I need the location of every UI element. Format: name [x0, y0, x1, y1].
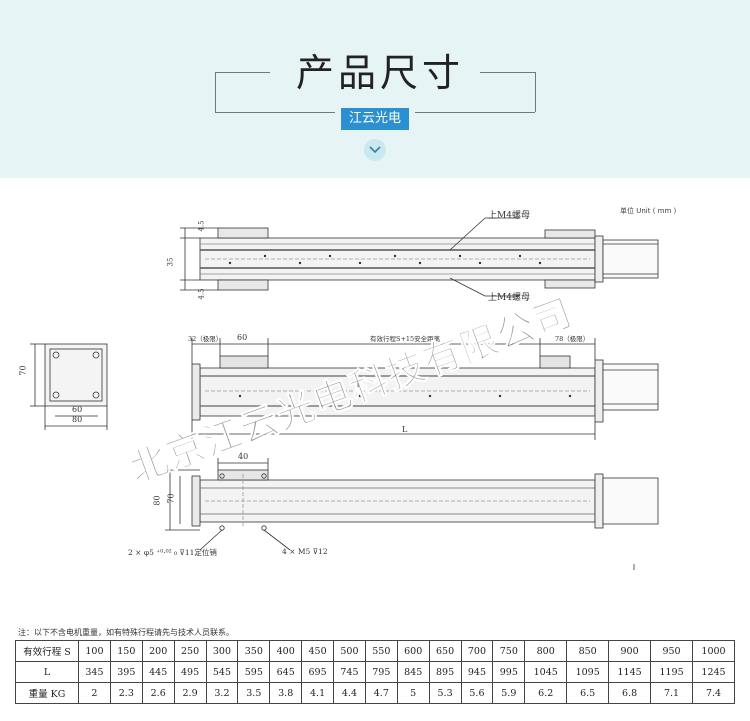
table-cell: 650 [428, 640, 462, 662]
side-view [191, 338, 659, 440]
top-view [180, 217, 659, 297]
dim-outer-height: 80 [152, 495, 162, 506]
table-cell: 495 [173, 661, 207, 683]
table-cell: 7.4 [692, 682, 735, 704]
table-cell: 800 [524, 640, 568, 662]
table-note: 注：以下不含电机重量，如有特殊行程请先与技术人员联系。 [18, 628, 234, 637]
table-cell: 345 [78, 661, 111, 683]
end-height: 70 [18, 365, 28, 376]
table-cell: 1195 [650, 661, 693, 683]
table-cell: 395 [109, 661, 143, 683]
table-cell: 950 [650, 640, 693, 662]
table-cell: 6.2 [524, 682, 568, 704]
table-cell: 600 [396, 640, 430, 662]
brand-badge: 江云光电 [341, 108, 409, 130]
table-cell: 1095 [566, 661, 610, 683]
dim-carriage: 60 [237, 333, 248, 342]
table-cell: 2.9 [173, 682, 207, 704]
table-cell: 6.5 [566, 682, 610, 704]
dim-top: 4.5 [197, 220, 206, 232]
table-cell: 845 [396, 661, 430, 683]
chevron-down-icon[interactable] [364, 139, 386, 161]
callout-upper: 上M4螺母 [488, 211, 530, 221]
section-title: 产品尺寸 [295, 51, 464, 95]
frame-line [215, 112, 335, 113]
table-cell: 300 [205, 640, 239, 662]
table-cell: 1045 [524, 661, 568, 683]
frame-line [480, 72, 535, 73]
table-cell: 200 [141, 640, 175, 662]
table-cell: 400 [269, 640, 303, 662]
table-cell: 5.3 [428, 682, 462, 704]
dim-inner-height: 70 [166, 493, 176, 504]
table-cell: 995 [492, 661, 526, 683]
row-header: L [15, 661, 79, 683]
frame-line [415, 112, 535, 113]
technical-drawing [30, 217, 659, 570]
header-banner: 产品尺寸 江云光电 [0, 0, 750, 178]
table-cell: 645 [269, 661, 303, 683]
table-cell: 4.7 [364, 682, 398, 704]
table-cell: 4.4 [333, 682, 366, 704]
hole-note-right: 4 × M5 ⊽12 [282, 547, 328, 556]
table-cell: 6.8 [608, 682, 652, 704]
table-cell: 100 [78, 640, 111, 662]
dim-bottom: 4.5 [197, 288, 206, 300]
table-cell: 3.2 [205, 682, 239, 704]
table-cell: 500 [333, 640, 366, 662]
table-cell: 595 [237, 661, 271, 683]
table-cell: 695 [301, 661, 334, 683]
end-outer-width: 80 [72, 415, 83, 424]
table-cell: 2 [78, 682, 111, 704]
hole-note-left: 2 × φ5 ⁺⁰·⁰² ₀ ⊽11定位销 [128, 548, 217, 557]
bottom-view [165, 458, 659, 551]
frame-line [215, 72, 270, 73]
row-header: 重量 KG [15, 682, 79, 704]
frame-corner [490, 72, 536, 112]
table-cell: 745 [333, 661, 366, 683]
table-cell: 550 [364, 640, 398, 662]
table-cell: 7.1 [650, 682, 693, 704]
table-cell: 445 [141, 661, 175, 683]
callout-lower: 上M4螺母 [488, 293, 530, 303]
end-view [30, 343, 108, 430]
table-cell: 1000 [692, 640, 735, 662]
table-cell: 700 [460, 640, 494, 662]
table-cell: 1145 [608, 661, 652, 683]
table-cell: 3.5 [237, 682, 271, 704]
table-cell: 150 [109, 640, 143, 662]
table-cell: 895 [428, 661, 462, 683]
table-cell: 2.6 [141, 682, 175, 704]
row-header: 有效行程 S [15, 640, 79, 662]
dim-right-end: 78（极限） [555, 335, 590, 343]
table-cell: 4.1 [301, 682, 334, 704]
dim-mid: 35 [166, 257, 175, 267]
dim-stroke: 有效行程S+15安全距离 [370, 335, 441, 343]
table-cell: 1245 [692, 661, 735, 683]
table-cell: 2.3 [109, 682, 143, 704]
table-cell: 5 [396, 682, 430, 704]
unit-label: 单位 Unit ( mm ) [620, 207, 677, 215]
end-inner-width: 60 [72, 405, 83, 414]
table-cell: 3.8 [269, 682, 303, 704]
dim-left-end: 32（极限） [188, 335, 223, 343]
dim-length: L [402, 425, 408, 434]
table-cell: 450 [301, 640, 334, 662]
table-cell: 250 [173, 640, 207, 662]
table-cell: 900 [608, 640, 652, 662]
dim-bottom-width: 40 [238, 452, 249, 461]
table-cell: 5.9 [492, 682, 526, 704]
table-cell: 850 [566, 640, 610, 662]
table-cell: 545 [205, 661, 239, 683]
table-cell: 945 [460, 661, 494, 683]
table-cell: 5.6 [460, 682, 494, 704]
table-cell: 350 [237, 640, 271, 662]
table-cell: 750 [492, 640, 526, 662]
table-cell: 795 [364, 661, 398, 683]
frame-corner [215, 72, 261, 112]
